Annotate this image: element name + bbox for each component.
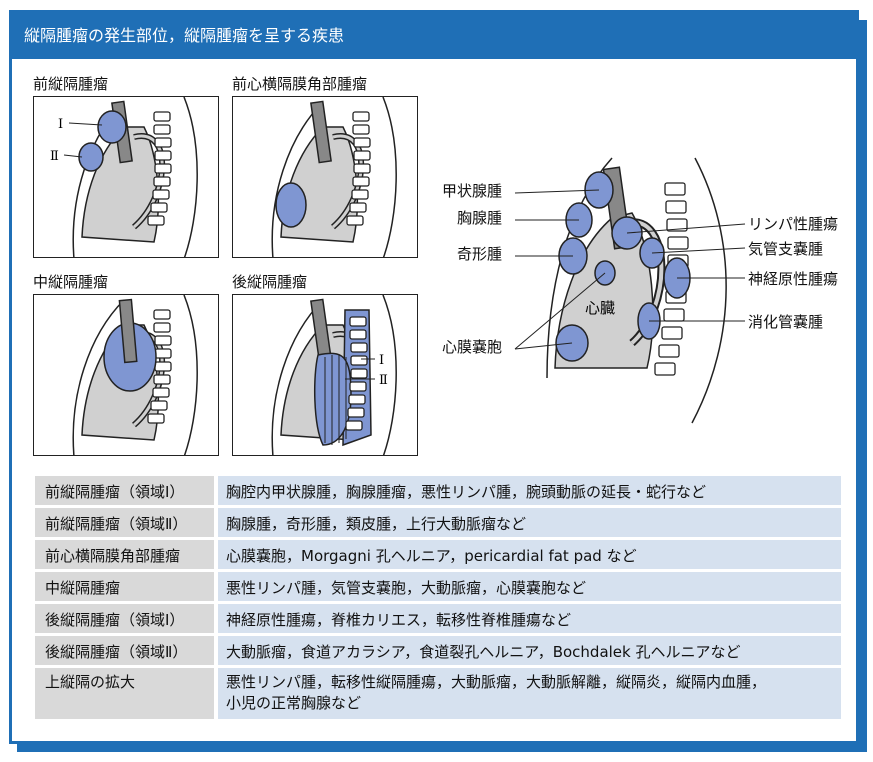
- callout-enteric-cyst: 消化管嚢腫: [748, 313, 824, 331]
- panel-anterior: Ⅰ Ⅱ: [33, 96, 219, 258]
- callout-thymoma: 胸腺腫: [457, 209, 503, 227]
- panel-title-anterior: 前縦隔腫瘤: [33, 75, 109, 93]
- figure-frame: 縦隔腫瘤の発生部位，縦隔腫瘤を呈する疾患 前縦隔腫瘤 前心横隔膜角部腫瘤 中縦隔…: [9, 10, 859, 744]
- row-value: 悪性リンパ腫，転移性縦隔腫瘍，大動脈瘤，大動脈解離，縦隔炎，縦隔内血腫， 小児の…: [218, 668, 841, 722]
- row-key: 上縦隔の拡大: [35, 668, 218, 722]
- heart-label: 心臓: [585, 300, 615, 317]
- row-value: 神経原性腫瘍，脊椎カリエス，転移性脊椎腫瘍など: [218, 604, 841, 636]
- row-key: 中縦隔腫瘤: [35, 572, 218, 604]
- callout-thyroid: 甲状腺腫: [442, 182, 503, 200]
- disease-table: 前縦隔腫瘤（領域Ⅰ） 胸腔内甲状腺腫，胸腺腫瘤，悪性リンパ腫，腕頭動脈の延長・蛇…: [35, 476, 841, 722]
- row-value: 心膜嚢胞，Morgagni 孔ヘルニア，pericardial fat pad …: [218, 540, 841, 572]
- label-posterior-region-1: Ⅰ: [379, 353, 384, 368]
- callout-teratoma: 奇形腫: [457, 245, 503, 263]
- panel-title-middle: 中縦隔腫瘤: [33, 273, 109, 291]
- figure-title: 縦隔腫瘤の発生部位，縦隔腫瘤を呈する疾患: [12, 13, 856, 59]
- thorax-sketch-middle: [72, 295, 198, 455]
- thorax-sketch-cardiophrenic: [271, 97, 397, 257]
- panel-posterior: Ⅰ Ⅱ: [232, 294, 418, 456]
- row-value: 大動脈瘤，食道アカラシア，食道裂孔ヘルニア，Bochdalek 孔ヘルニアなど: [218, 636, 841, 668]
- panel-title-cardiophrenic: 前心横隔膜角部腫瘤: [232, 75, 368, 93]
- callout-lymphoma: リンパ性腫瘍: [748, 215, 839, 233]
- label-region-2: Ⅱ: [50, 149, 59, 164]
- row-value-line-2: 小児の正常胸腺など: [226, 694, 362, 712]
- table-row: 前縦隔腫瘤（領域Ⅰ） 胸腔内甲状腺腫，胸腺腫瘤，悪性リンパ腫，腕頭動脈の延長・蛇…: [35, 476, 841, 508]
- row-key: 後縦隔腫瘤（領域Ⅱ）: [35, 636, 218, 668]
- callout-neurogenic: 神経原性腫瘍: [748, 270, 839, 288]
- row-value: 悪性リンパ腫，気管支嚢胞，大動脈瘤，心膜嚢胞など: [218, 572, 841, 604]
- table-row: 前心横隔膜角部腫瘤 心膜嚢胞，Morgagni 孔ヘルニア，pericardia…: [35, 540, 841, 572]
- row-value-line-1: 悪性リンパ腫，転移性縦隔腫瘍，大動脈瘤，大動脈解離，縦隔炎，縦隔内血腫，: [226, 673, 767, 691]
- thorax-sketch-anterior: Ⅰ Ⅱ: [50, 97, 198, 257]
- row-key: 前縦隔腫瘤（領域Ⅰ）: [35, 476, 218, 508]
- table-row: 後縦隔腫瘤（領域Ⅱ） 大動脈瘤，食道アカラシア，食道裂孔ヘルニア，Bochdal…: [35, 636, 841, 668]
- callout-pericardial-cyst: 心膜嚢胞: [442, 338, 503, 356]
- row-value: 胸腺腫，奇形腫，類皮腫，上行大動脈瘤など: [218, 508, 841, 540]
- label-region-1: Ⅰ: [58, 117, 63, 132]
- row-key: 前心横隔膜角部腫瘤: [35, 540, 218, 572]
- mass-region-2: [78, 142, 104, 172]
- table-row: 上縦隔の拡大 悪性リンパ腫，転移性縦隔腫瘍，大動脈瘤，大動脈解離，縦隔炎，縦隔内…: [35, 668, 841, 722]
- row-key: 前縦隔腫瘤（領域Ⅱ）: [35, 508, 218, 540]
- table-row: 前縦隔腫瘤（領域Ⅱ） 胸腺腫，奇形腫，類皮腫，上行大動脈瘤など: [35, 508, 841, 540]
- panel-title-posterior: 後縦隔腫瘤: [232, 273, 308, 291]
- panel-middle: [33, 294, 219, 456]
- table-row: 中縦隔腫瘤 悪性リンパ腫，気管支嚢胞，大動脈瘤，心膜嚢胞など: [35, 572, 841, 604]
- row-key: 後縦隔腫瘤（領域Ⅰ）: [35, 604, 218, 636]
- table-row: 後縦隔腫瘤（領域Ⅰ） 神経原性腫瘍，脊椎カリエス，転移性脊椎腫瘍など: [35, 604, 841, 636]
- mass-posterior-region-2: [313, 352, 352, 446]
- mass-cardiophrenic: [275, 182, 307, 228]
- thorax-sketch-posterior: Ⅰ Ⅱ: [271, 295, 397, 455]
- callout-bronchogenic-cyst: 気管支嚢腫: [748, 240, 824, 258]
- main-thorax-diagram: 心臓: [514, 157, 746, 424]
- mass-region-1: [97, 110, 127, 144]
- label-posterior-region-2: Ⅱ: [379, 373, 388, 388]
- panel-cardiophrenic: [232, 96, 418, 258]
- row-value: 胸腔内甲状腺腫，胸腺腫瘤，悪性リンパ腫，腕頭動脈の延長・蛇行など: [218, 476, 841, 508]
